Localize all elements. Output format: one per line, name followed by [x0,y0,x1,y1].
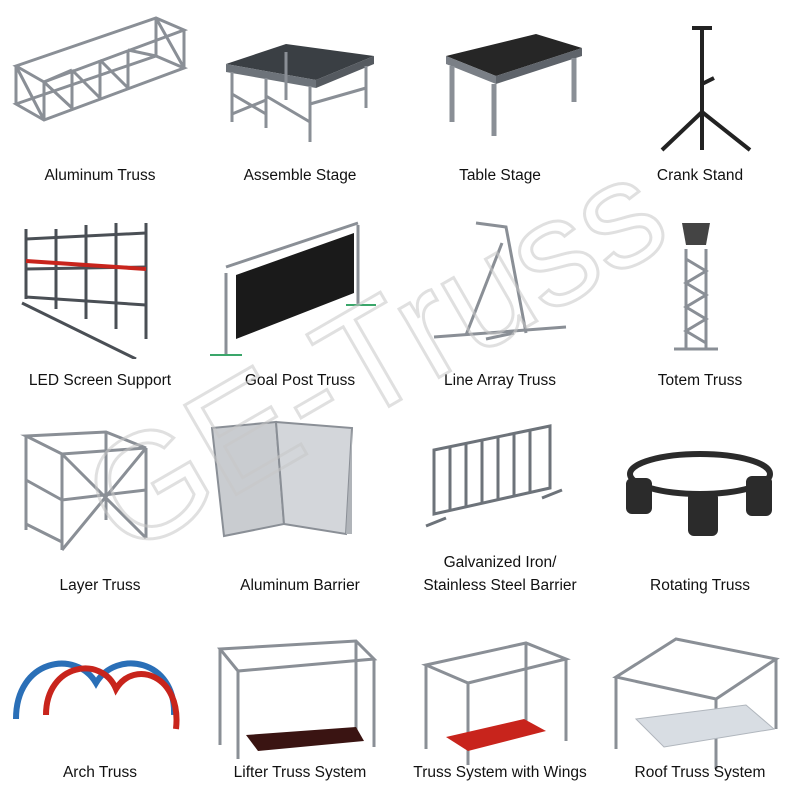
steel-barrier-icon [425,424,563,528]
product-card-rotating-truss[interactable]: Rotating Truss [600,410,800,615]
goal-post-truss-icon [210,221,376,356]
product-caption: Assemble Stage [243,167,357,184]
product-caption-line1: Galvanized Iron/ [443,554,557,571]
assemble-stage-icon [226,44,374,142]
product-caption-line2: Stainless Steel Barrier [423,577,577,594]
product-caption: Truss System with Wings [413,764,587,781]
product-caption: Roof Truss System [634,764,766,781]
line-array-truss-icon [433,221,567,341]
product-caption: Aluminum Truss [44,167,156,184]
product-caption: Goal Post Truss [244,372,356,389]
product-card-assemble-stage[interactable]: Assemble Stage [200,0,400,205]
product-card-line-array-truss[interactable]: Line Array Truss [400,205,600,410]
aluminum-barrier-icon [210,420,354,538]
rotating-truss-icon [626,451,773,536]
led-screen-support-icon [21,223,148,359]
lifter-truss-system-icon [216,639,378,759]
product-card-goal-post-truss[interactable]: Goal Post Truss [200,205,400,410]
product-card-aluminum-barrier[interactable]: Aluminum Barrier [200,410,400,615]
product-caption: Arch Truss [62,764,138,781]
product-caption: Aluminum Barrier [240,577,360,594]
aluminum-truss-icon [12,16,189,122]
roof-truss-system-icon [612,637,780,769]
product-card-totem-truss[interactable]: Totem Truss [600,205,800,410]
crank-stand-icon [660,26,752,152]
product-caption: Layer Truss [59,577,141,594]
product-card-layer-truss[interactable]: Layer Truss [0,410,200,615]
product-card-arch-truss[interactable]: Arch Truss [0,615,200,800]
product-card-table-stage[interactable]: Table Stage [400,0,600,205]
product-caption: Totem Truss [657,372,743,389]
product-card-led-screen-support[interactable]: LED Screen Support [0,205,200,410]
layer-truss-icon [20,430,148,551]
totem-truss-icon [674,223,718,351]
product-card-aluminum-truss[interactable]: Aluminum Truss [0,0,200,205]
product-caption: LED Screen Support [28,372,172,389]
product-card-lifter-truss-system[interactable]: Lifter Truss System [200,615,400,800]
truss-system-wings-icon [421,641,571,765]
product-caption: Crank Stand [656,167,744,184]
product-caption-two-line: Galvanized Iron/ Stainless Steel Barrier [400,551,600,597]
product-card-roof-truss-system[interactable]: Roof Truss System [600,615,800,800]
product-caption: Rotating Truss [650,577,750,594]
product-card-crank-stand[interactable]: Crank Stand [600,0,800,205]
product-caption: Lifter Truss System [233,764,367,781]
product-caption: Line Array Truss [444,372,556,389]
product-caption: Table Stage [459,167,541,184]
product-card-truss-system-wings[interactable]: Truss System with Wings [400,615,600,800]
table-stage-icon [446,34,582,136]
arch-truss-icon [13,660,180,730]
product-card-steel-barrier[interactable]: Galvanized Iron/ Stainless Steel Barrier [400,410,600,615]
